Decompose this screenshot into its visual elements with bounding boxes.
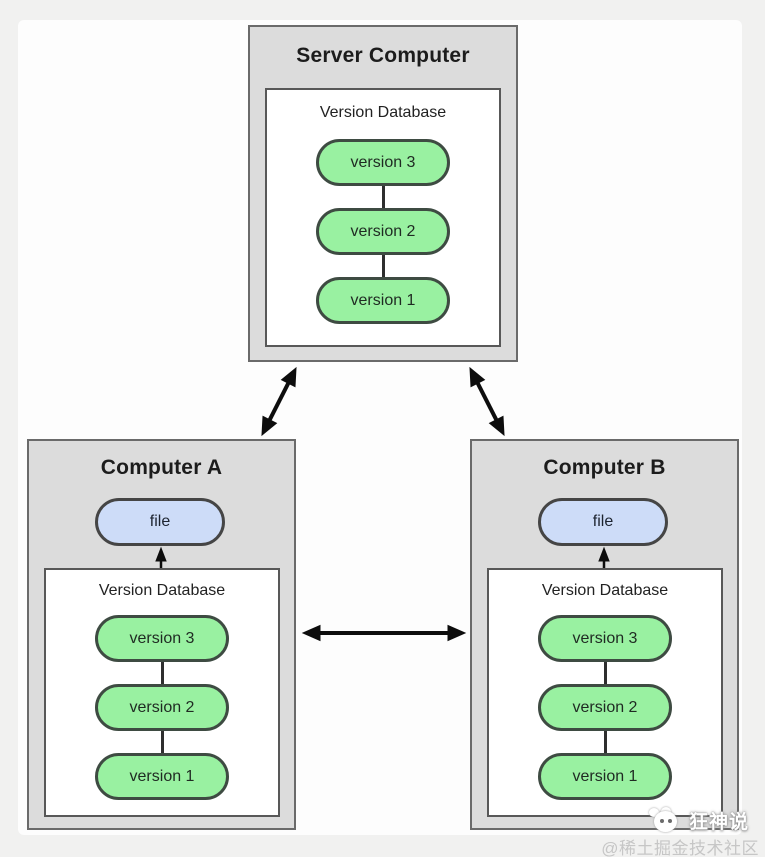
computer-a-box: Computer A file Version Database version…	[27, 439, 296, 830]
server-computer-box: Server Computer Version Database version…	[248, 25, 518, 362]
computer-b-title: Computer B	[543, 456, 666, 479]
pill-connector	[603, 662, 607, 684]
watermark-brand: 狂神说	[688, 811, 749, 833]
version-pill: version 1	[95, 753, 229, 800]
watermark: 狂神说 @稀土掘金技术社区	[461, 806, 761, 857]
version-pill: version 3	[95, 615, 229, 662]
server-computer-title: Server Computer	[296, 44, 470, 67]
pill-connector	[160, 731, 164, 753]
version-pill: version 1	[538, 753, 672, 800]
pill-connector	[381, 186, 385, 208]
watermark-community: @稀土掘金技术社区	[601, 839, 759, 857]
version-pill: version 1	[316, 277, 450, 324]
sheep-face-icon	[647, 806, 683, 834]
computer-a-title: Computer A	[100, 456, 223, 479]
computer-a-version-database-box: Version Database version 3 version 2 ver…	[44, 568, 280, 817]
version-database-label: Version Database	[98, 582, 226, 599]
version-pill: version 2	[95, 684, 229, 731]
version-pill: version 3	[538, 615, 672, 662]
computer-b-version-database-box: Version Database version 3 version 2 ver…	[487, 568, 723, 817]
version-pill: version 2	[538, 684, 672, 731]
file-pill: file	[538, 498, 668, 546]
version-pill: version 2	[316, 208, 450, 255]
version-database-label: Version Database	[319, 104, 447, 121]
pill-connector	[603, 731, 607, 753]
pill-connector	[160, 662, 164, 684]
computer-b-box: Computer B file Version Database version…	[470, 439, 739, 830]
file-pill: file	[95, 498, 225, 546]
version-pill: version 3	[316, 139, 450, 186]
pill-connector	[381, 255, 385, 277]
version-database-label: Version Database	[541, 582, 669, 599]
server-version-database-box: Version Database version 3 version 2 ver…	[265, 88, 501, 347]
